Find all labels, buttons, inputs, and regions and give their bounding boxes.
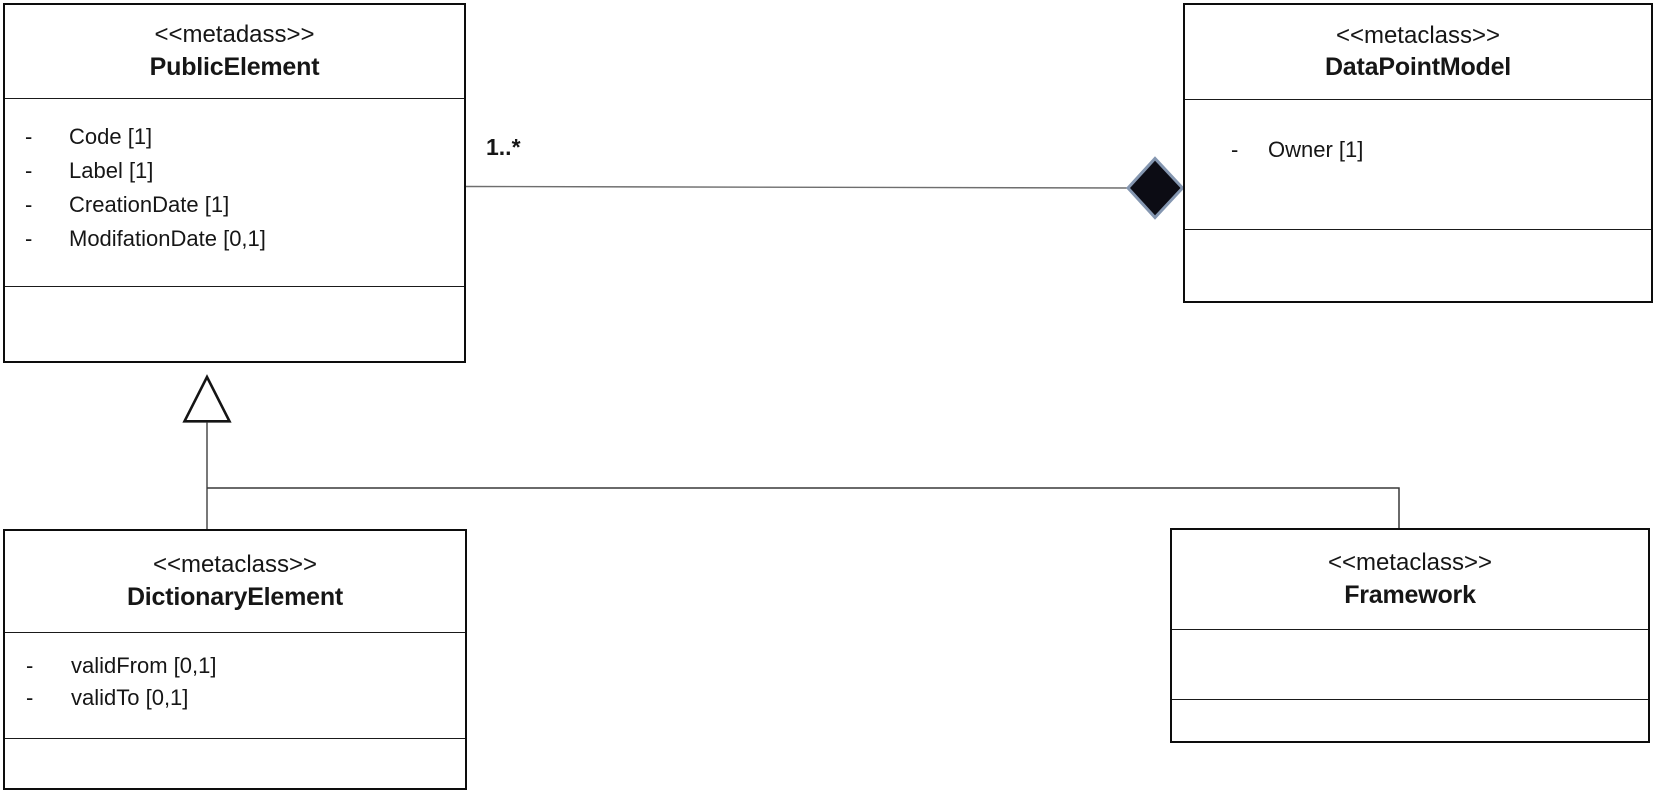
composition-line[interactable] — [465, 185, 1131, 189]
generalization-branch-line[interactable] — [207, 487, 1400, 528]
attributes-compartment: - validFrom [0,1] - validTo [0,1] — [5, 633, 465, 739]
class-name-label: Framework — [1344, 580, 1476, 609]
attribute-label: CreationDate [1] — [69, 192, 230, 217]
class-title-compartment: <<metadass>> PublicElement — [5, 5, 464, 99]
attributes-compartment: - Code [1] - Label [1] - CreationDate [1… — [5, 99, 464, 287]
attribute-label: validFrom [0,1] — [71, 653, 217, 678]
attribute-row: - ModifationDate [0,1] — [25, 222, 464, 256]
visibility-marker: - — [25, 192, 33, 217]
attributes-compartment: - Owner [1] — [1185, 100, 1651, 230]
attribute-label: Label [1] — [69, 158, 154, 183]
class-title-compartment: <<metaclass>> Framework — [1172, 530, 1648, 630]
class-public-element[interactable]: <<metadass>> PublicElement - Code [1] - … — [3, 3, 466, 363]
class-dictionary-element[interactable]: <<metaclass>> DictionaryElement - validF… — [3, 529, 467, 790]
class-framework[interactable]: <<metaclass>> Framework — [1170, 528, 1650, 743]
attribute-row: - CreationDate [1] — [25, 188, 464, 222]
class-title-compartment: <<metaclass>> DataPointModel — [1185, 5, 1651, 100]
class-name-label: DataPointModel — [1324, 53, 1512, 82]
stereotype-label: <<metadass>> — [154, 21, 315, 49]
attribute-label: Code [1] — [69, 124, 153, 149]
operations-compartment — [1185, 230, 1651, 301]
attribute-label: Owner [1] — [1268, 137, 1364, 162]
stereotype-label: <<metaclass>> — [1327, 549, 1493, 577]
attribute-row: - Owner [1] — [1231, 133, 1651, 167]
visibility-marker: - — [1231, 137, 1239, 162]
visibility-marker: - — [25, 158, 33, 183]
class-name-label: PublicElement — [149, 52, 320, 81]
attribute-label: ModifationDate [0,1] — [69, 226, 266, 251]
attributes-compartment — [1172, 630, 1648, 700]
attribute-row: - validFrom [0,1] — [26, 650, 465, 682]
class-title-compartment: <<metaclass>> DictionaryElement — [5, 531, 465, 633]
composition-multiplicity-label: 1..* — [486, 134, 521, 160]
class-name-label: DictionaryElement — [126, 582, 344, 611]
operations-compartment — [1172, 700, 1648, 741]
stereotype-label: <<metaclass>> — [152, 551, 318, 579]
operations-compartment — [5, 739, 465, 788]
class-data-point-model[interactable]: <<metaclass>> DataPointModel - Owner [1] — [1183, 3, 1653, 303]
visibility-marker: - — [26, 685, 34, 710]
visibility-marker: - — [25, 226, 33, 251]
visibility-marker: - — [25, 124, 33, 149]
operations-compartment — [5, 287, 464, 361]
attribute-row: - validTo [0,1] — [26, 682, 465, 714]
composition-diamond-icon[interactable] — [1125, 156, 1185, 220]
attribute-row: - Code [1] — [25, 120, 464, 154]
visibility-marker: - — [26, 653, 34, 678]
attribute-row: - Label [1] — [25, 154, 464, 188]
stereotype-label: <<metaclass>> — [1335, 21, 1501, 49]
attribute-label: validTo [0,1] — [71, 685, 189, 710]
generalization-triangle-icon[interactable] — [182, 374, 232, 423]
